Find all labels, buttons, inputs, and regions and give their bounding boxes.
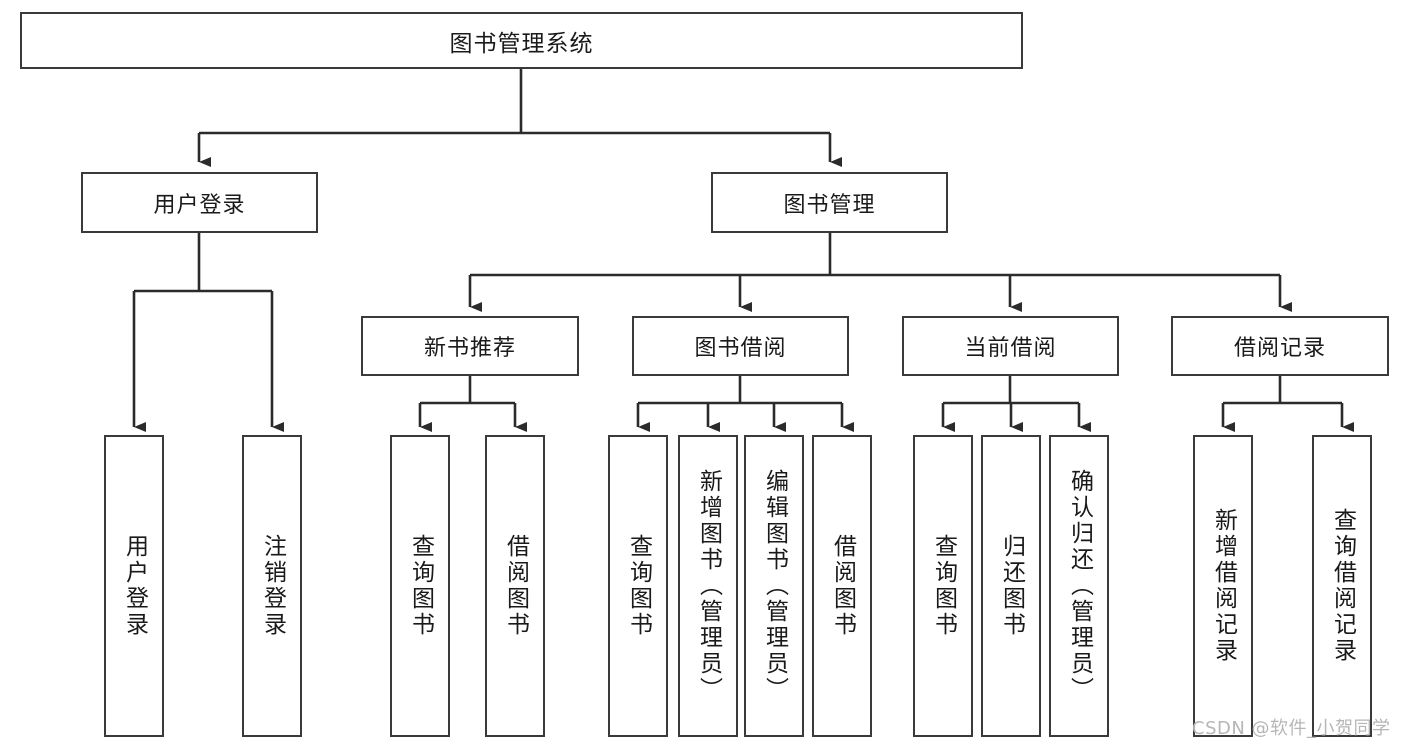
node-book-manage[interactable]: 图书管理 — [711, 172, 948, 233]
node-leaf-add-record-label: 新增借阅记录 — [1210, 508, 1237, 664]
node-leaf-edit-book[interactable]: 编辑图书（管理员） — [744, 435, 804, 737]
node-leaf-query-book-2[interactable]: 查询图书 — [608, 435, 668, 737]
node-leaf-query-record[interactable]: 查询借阅记录 — [1312, 435, 1372, 737]
node-leaf-query-book-3-label: 查询图书 — [930, 534, 957, 638]
node-book-manage-label: 图书管理 — [783, 192, 876, 218]
node-leaf-user-login[interactable]: 用户登录 — [104, 435, 164, 737]
node-leaf-borrow-book-2-label: 借阅图书 — [829, 534, 856, 638]
node-leaf-borrow-book-1-label: 借阅图书 — [502, 534, 529, 638]
node-leaf-query-book-1[interactable]: 查询图书 — [390, 435, 450, 737]
node-leaf-confirm-return-label: 确认归还（管理员） — [1066, 469, 1093, 703]
node-leaf-add-book-label: 新增图书（管理员） — [695, 469, 722, 703]
node-leaf-query-book-3[interactable]: 查询图书 — [913, 435, 973, 737]
node-leaf-return-book[interactable]: 归还图书 — [981, 435, 1041, 737]
node-leaf-borrow-book-1[interactable]: 借阅图书 — [485, 435, 545, 737]
node-current-borrow[interactable]: 当前借阅 — [902, 316, 1119, 376]
node-user-login-label: 用户登录 — [153, 192, 246, 218]
node-new-book-rec[interactable]: 新书推荐 — [361, 316, 579, 376]
node-root[interactable]: 图书管理系统 — [20, 12, 1023, 69]
node-leaf-add-book[interactable]: 新增图书（管理员） — [678, 435, 738, 737]
node-borrow-record-label: 借阅记录 — [1233, 336, 1326, 361]
node-leaf-user-logout[interactable]: 注销登录 — [242, 435, 302, 737]
node-leaf-user-login-label: 用户登录 — [121, 534, 148, 638]
node-leaf-user-logout-label: 注销登录 — [259, 534, 286, 638]
csdn-watermark: CSDN @软件_小贺同学 — [1192, 718, 1391, 739]
node-leaf-return-book-label: 归还图书 — [998, 534, 1025, 638]
node-borrow-record[interactable]: 借阅记录 — [1171, 316, 1389, 376]
node-user-login[interactable]: 用户登录 — [81, 172, 318, 233]
node-leaf-query-record-label: 查询借阅记录 — [1329, 508, 1356, 664]
node-book-borrow-label: 图书借阅 — [694, 336, 787, 361]
node-leaf-borrow-book-2[interactable]: 借阅图书 — [812, 435, 872, 737]
node-leaf-add-record[interactable]: 新增借阅记录 — [1193, 435, 1253, 737]
node-book-borrow[interactable]: 图书借阅 — [632, 316, 849, 376]
node-root-label: 图书管理系统 — [449, 30, 594, 57]
node-new-book-rec-label: 新书推荐 — [423, 336, 516, 361]
node-current-borrow-label: 当前借阅 — [964, 336, 1057, 361]
node-leaf-edit-book-label: 编辑图书（管理员） — [761, 469, 788, 703]
node-leaf-confirm-return[interactable]: 确认归还（管理员） — [1049, 435, 1109, 737]
node-leaf-query-book-2-label: 查询图书 — [625, 534, 652, 638]
node-leaf-query-book-1-label: 查询图书 — [407, 534, 434, 638]
